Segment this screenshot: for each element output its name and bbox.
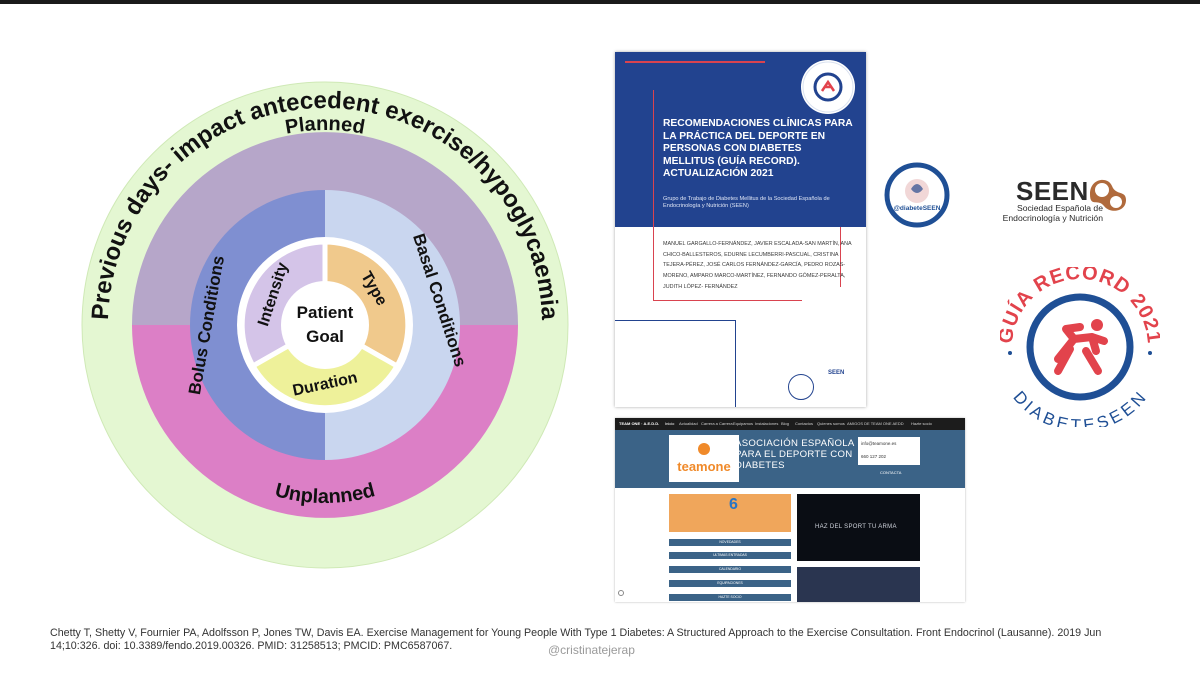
site-nav-item: Hazte socio: [911, 421, 932, 426]
cover-red-frame-right: [840, 227, 841, 287]
site-menu-item: HAZTE SOCIO: [669, 594, 791, 601]
site-menu-item: CALENDARIO: [669, 566, 791, 573]
center-label-line1: Patient: [297, 303, 354, 322]
site-photo: [797, 567, 920, 602]
diabeteseen-badge: @diabeteSEEN: [884, 162, 950, 228]
site-nav-item: Equipamos: [733, 421, 754, 426]
runner-icon: [1091, 319, 1103, 331]
guide-seal-top: [801, 60, 855, 114]
site-nav-item: Instalaciones: [755, 421, 779, 426]
teamone-website-screenshot: TEAM ONE · A.E.D.D. Inicio Actualidad Ca…: [615, 418, 965, 602]
site-email: info@teamone.es: [861, 441, 897, 446]
site-video-title: HAZ DEL SPORT TU ARMA: [815, 524, 897, 530]
site-nav-item: Carrera a Carrera: [701, 421, 733, 426]
site-video: HAZ DEL SPORT TU ARMA: [797, 494, 920, 561]
site-nav-item: AMIGOS DE TEAM ONE AEDD: [847, 421, 904, 426]
site-nav-item: Contactos: [795, 421, 814, 426]
svg-text:teamone: teamone: [677, 459, 730, 474]
site-nav: TEAM ONE · A.E.D.D. Inicio Actualidad Ca…: [615, 418, 965, 430]
seen-logo-mark: [1090, 179, 1126, 211]
seen-logo-text: SEEN: [1016, 176, 1089, 206]
site-nav-item: TEAM ONE · A.E.D.D.: [619, 421, 660, 426]
site-nav-item: Blog: [781, 421, 790, 426]
top-border: [0, 0, 1200, 4]
site-radio-dot: [618, 590, 624, 596]
site-nav-item: Inicio: [665, 421, 675, 426]
citation-text: Chetty T, Shetty V, Fournier PA, Adolfss…: [50, 627, 1102, 652]
site-nav-item: Quienes somos: [817, 421, 845, 426]
twitter-handle: @cristinatejerap: [548, 643, 635, 657]
site-hero: teamone ASOCIACIÓN ESPAÑOLA PARA EL DEPO…: [615, 430, 965, 488]
cover-red-line: [625, 61, 765, 63]
site-phone: 660 127 202: [861, 454, 887, 459]
cover-blue-frame: [615, 320, 736, 407]
site-promo-number: 6: [729, 496, 738, 513]
guide-footer-logo: SEEN: [828, 370, 845, 376]
cover-red-frame: [653, 90, 802, 301]
site-contact-box: info@teamone.es 660 127 202: [858, 437, 920, 465]
guide-authors: MANUEL GARGALLO-FERNÁNDEZ, JAVIER ESCALA…: [663, 241, 852, 290]
site-nav-item: Actualidad: [679, 421, 698, 426]
center-label-line2: Goal: [306, 327, 344, 346]
patient-goal-circle: [281, 281, 369, 369]
guide-title: RECOMENDACIONES CLÍNICAS PARA LA PRÁCTIC…: [663, 118, 853, 179]
seen-logo-subtitle: Sociedad Española de Endocrinología y Nu…: [1002, 203, 1103, 223]
site-menu-item: ULTIMAS ENTRADAS: [669, 552, 791, 559]
site-promo-banner: 6: [669, 494, 791, 532]
guia-record-logo: GUÍA RECORD 2021 DIABETESEEN: [1000, 267, 1160, 427]
guide-cover: RECOMENDACIONES CLÍNICAS PARA LA PRÁCTIC…: [615, 52, 866, 407]
exercise-consultation-diagram: Previous days- impact antecedent exercis…: [81, 81, 569, 569]
guide-seal-bottom: [788, 374, 814, 400]
site-menu-item: NOVEDADES: [669, 539, 791, 546]
guide-subtitle: Grupo de Trabajo de Diabetes Mellitus de…: [663, 196, 830, 209]
site-menu-item: EQUIPACIONES: [669, 580, 791, 587]
teamone-logo: teamone: [669, 435, 739, 482]
site-hero-title: ASOCIACIÓN ESPAÑOLA PARA EL DEPORTE CON …: [735, 438, 855, 471]
site-contact-label: CONTACTA: [880, 470, 902, 475]
svg-text:@diabeteSEEN: @diabeteSEEN: [894, 205, 941, 212]
